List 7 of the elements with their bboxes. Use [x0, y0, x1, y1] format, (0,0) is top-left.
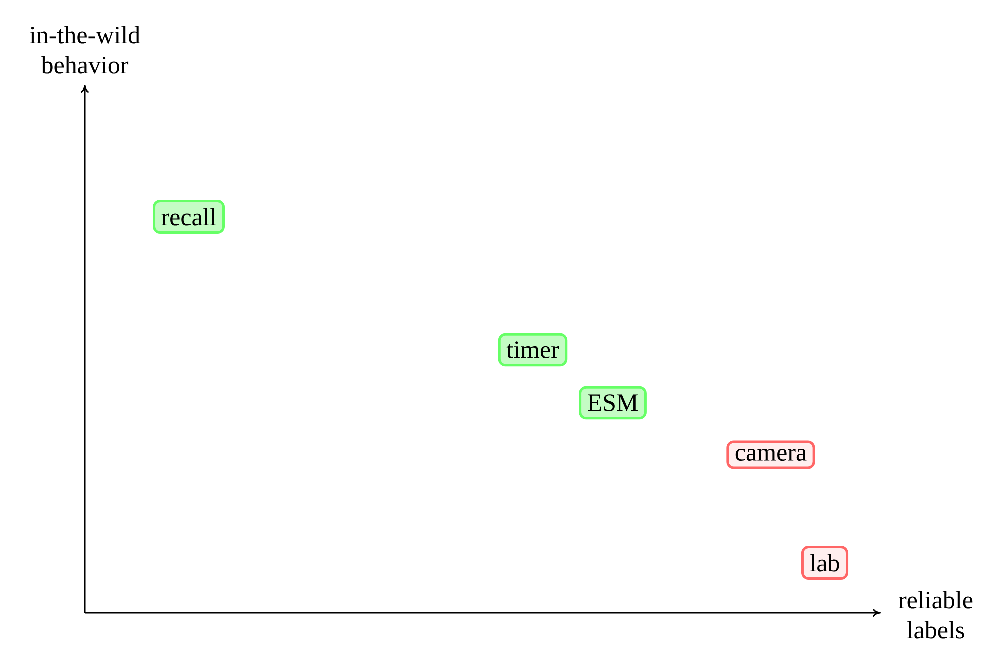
axis-label: in-the-wild behavior: [30, 26, 140, 74]
label-box: ESM: [579, 386, 647, 420]
label-box: camera: [726, 440, 816, 470]
axis-label: reliable labels: [899, 591, 973, 639]
label-box: recall: [153, 200, 225, 234]
label-box: lab: [801, 546, 849, 580]
label-box: timer: [498, 333, 568, 367]
